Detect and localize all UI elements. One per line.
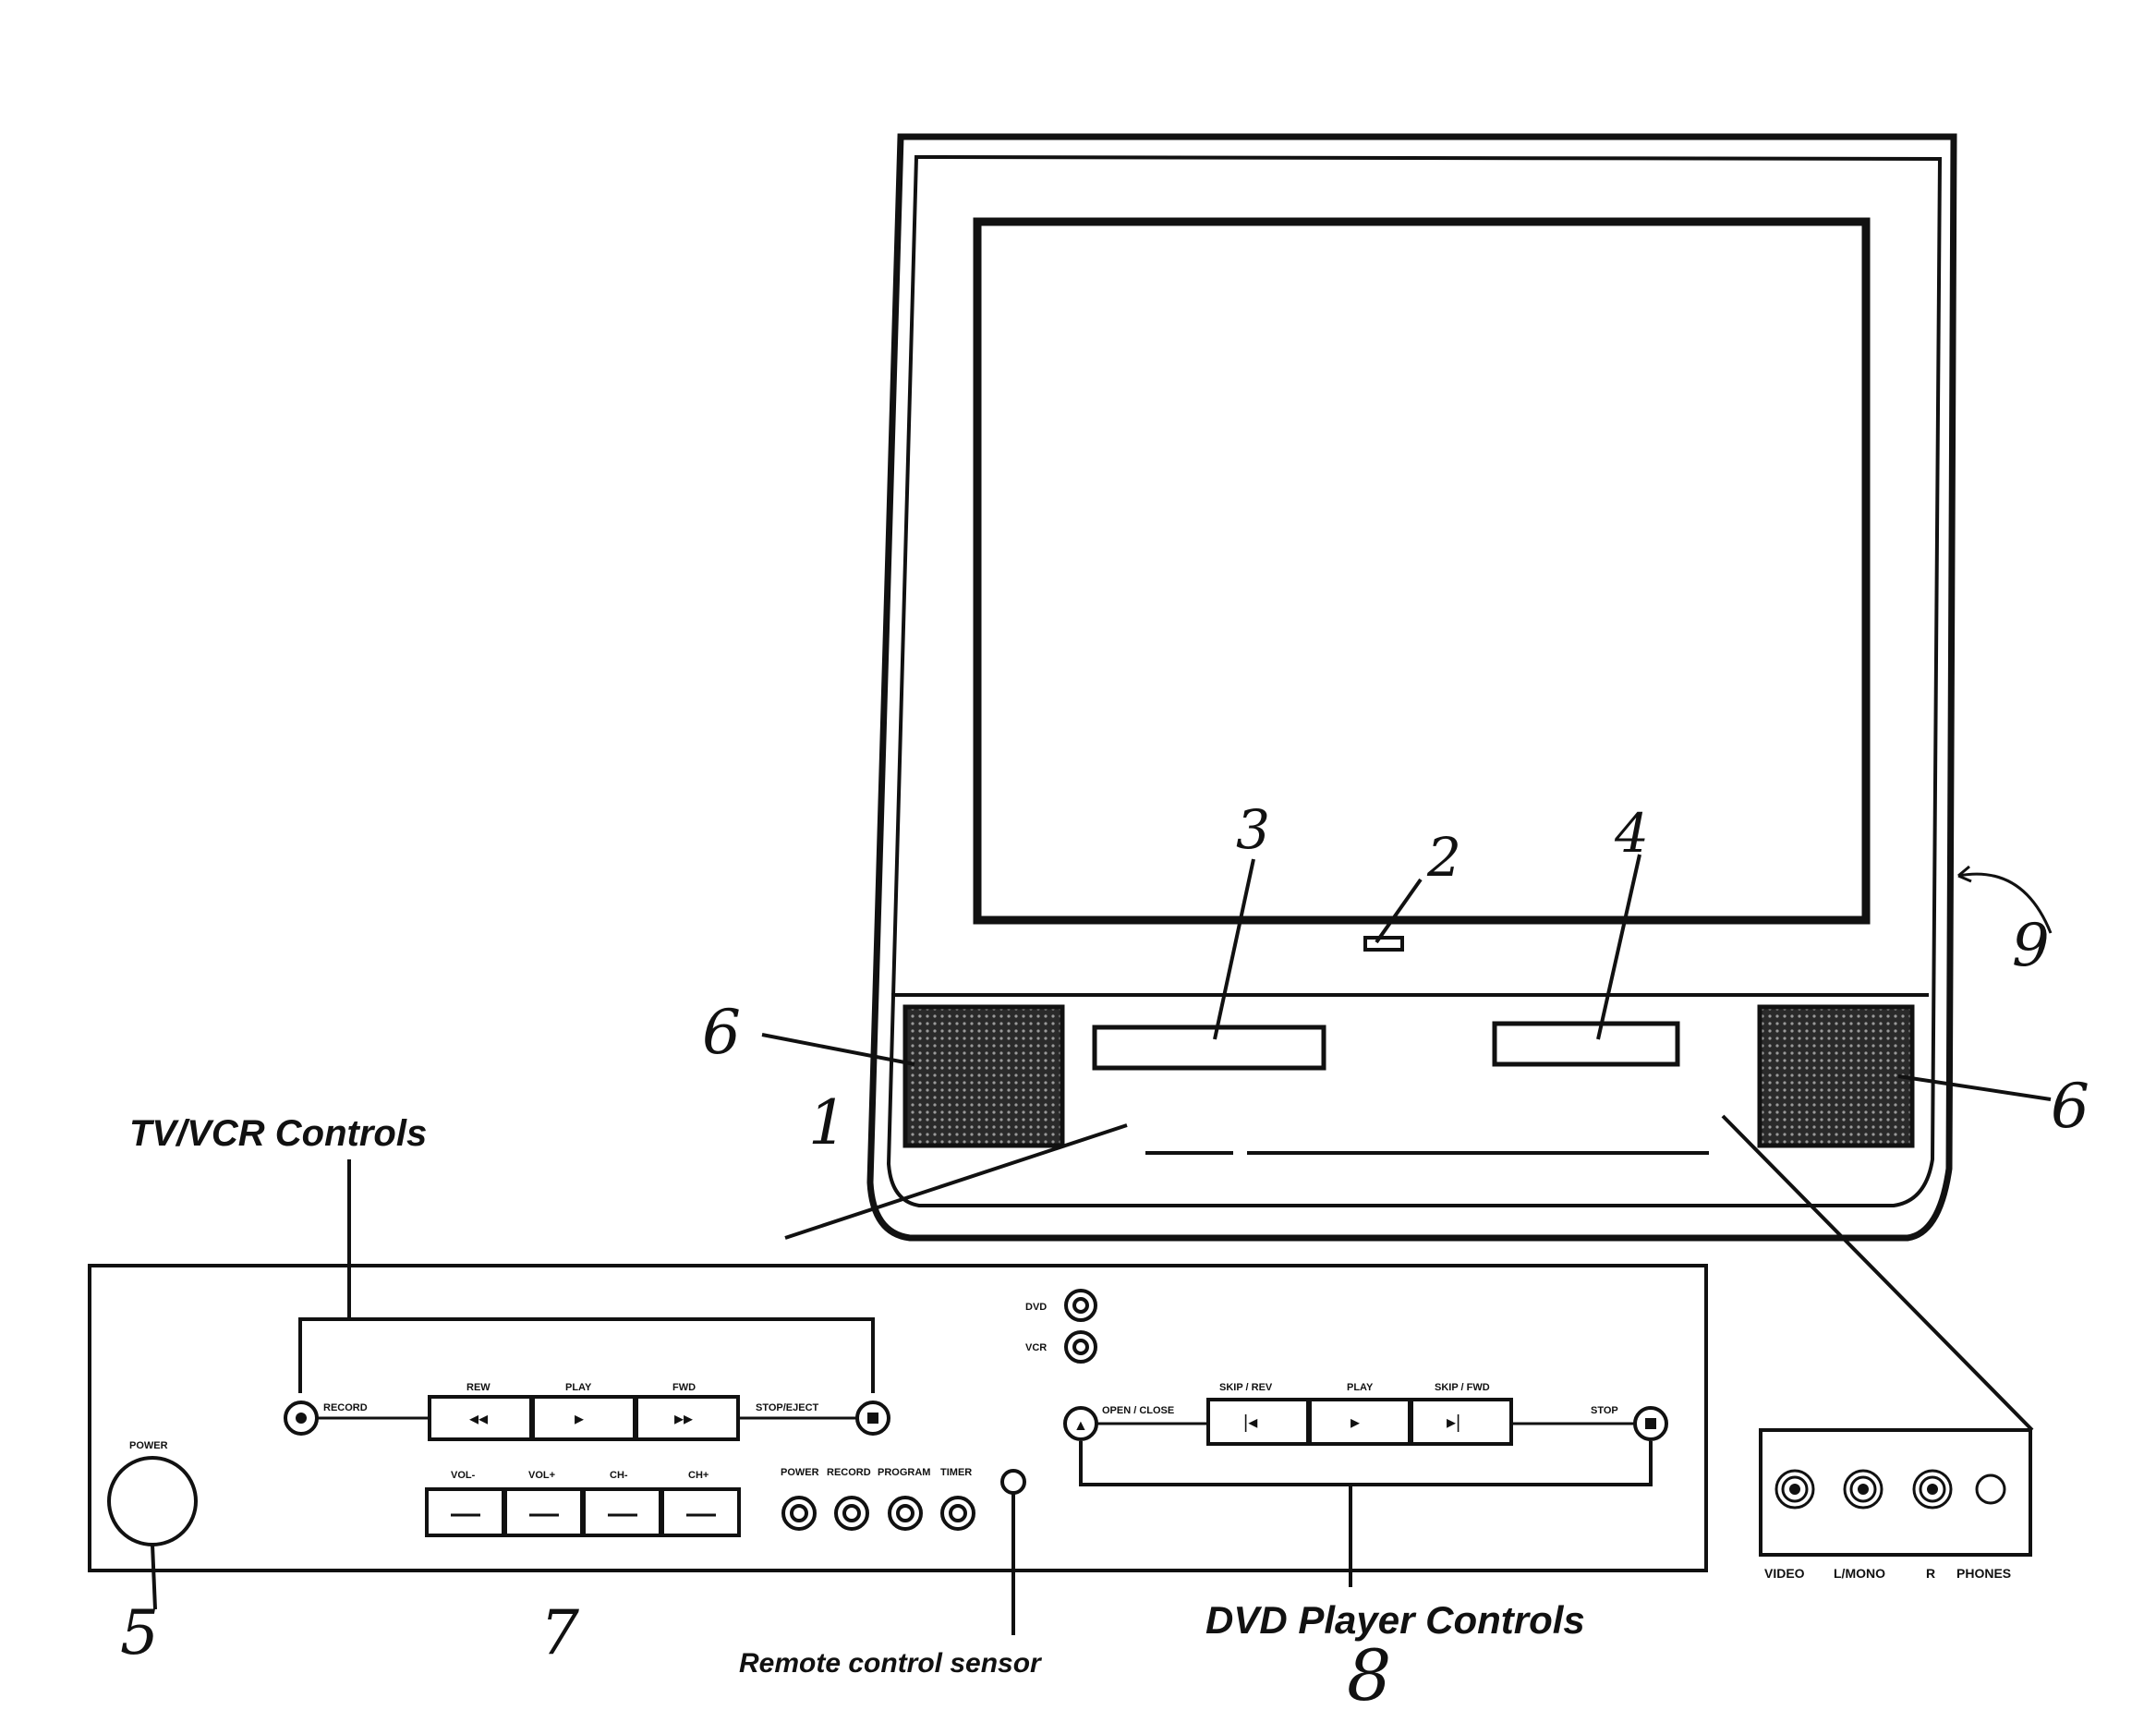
dvd-selector-button[interactable]: [1064, 1289, 1097, 1322]
skip-forward-icon: ▸|: [1447, 1413, 1460, 1433]
left-speaker-grille: [902, 1004, 1065, 1148]
callout-6-left: 6: [702, 997, 741, 1068]
dvd-player-controls-heading: DVD Player Controls: [1205, 1598, 1585, 1642]
skip-rev-button[interactable]: [1206, 1398, 1310, 1446]
skip-fwd-label: SKIP / FWD: [1435, 1382, 1490, 1393]
vol-plus-label: VOL+: [528, 1470, 555, 1481]
vol-plus-button[interactable]: [503, 1487, 584, 1537]
phones-label: PHONES: [1956, 1566, 2011, 1581]
callout-3: 3: [1236, 798, 1270, 861]
vol-minus-label: VOL-: [451, 1470, 476, 1481]
remote-sensor-caption: Remote control sensor: [739, 1648, 1043, 1679]
stop-eject-label: STOP/EJECT: [756, 1402, 819, 1413]
dvd-play-icon: ▸: [1351, 1413, 1360, 1433]
ch-plus-label: CH+: [688, 1470, 709, 1481]
skip-back-icon: |◂: [1243, 1413, 1257, 1433]
rewind-icon: ◂◂: [469, 1409, 488, 1429]
stop-label: STOP: [1591, 1405, 1618, 1416]
remote-control-sensor: [1000, 1469, 1026, 1495]
indicator-record-led: [834, 1496, 869, 1531]
fwd-button[interactable]: [635, 1395, 740, 1441]
phones-jack: [1975, 1473, 2006, 1505]
ch-minus-button[interactable]: [582, 1487, 662, 1537]
callout-numbers: 3 2 4 9 6 6 1 5 7 8: [120, 798, 2089, 1716]
remote-sensor-window: [1363, 936, 1404, 952]
dvd-disc-tray: [1492, 1021, 1680, 1067]
play-icon: ▸: [575, 1409, 584, 1429]
front-control-panel: TV/VCR Controls POWER RECORD REW PLAY FW…: [88, 1113, 1708, 1679]
fast-forward-icon: ▸▸: [674, 1409, 693, 1429]
record-label: RECORD: [323, 1402, 368, 1413]
callout-4: 4: [1614, 802, 1649, 865]
l-mono-label: L/MONO: [1834, 1566, 1885, 1581]
indicator-timer-led: [940, 1496, 975, 1531]
fwd-label: FWD: [672, 1382, 696, 1393]
dvd-selector-label: DVD: [1025, 1302, 1047, 1313]
dvd-play-button[interactable]: [1308, 1398, 1411, 1446]
r-jack: [1912, 1469, 1953, 1510]
ch-minus-label: CH-: [610, 1470, 628, 1481]
dvd-stop-square-icon: [1645, 1418, 1656, 1429]
indicator-timer-label: TIMER: [940, 1467, 972, 1478]
indicator-power-label: POWER: [781, 1467, 819, 1478]
r-label: R: [1926, 1566, 1935, 1581]
tv-screen: [973, 217, 1871, 925]
video-label: VIDEO: [1764, 1566, 1805, 1581]
stop-square-icon: [867, 1413, 878, 1424]
tv-vcr-controls-heading: TV/VCR Controls: [129, 1113, 427, 1154]
power-label: POWER: [129, 1440, 168, 1451]
television: [866, 133, 1957, 1242]
play-label: PLAY: [565, 1382, 592, 1393]
l-mono-jack: [1843, 1469, 1883, 1510]
vol-minus-button[interactable]: [425, 1487, 505, 1537]
indicator-program-led: [888, 1496, 923, 1531]
callout-1: 1: [808, 1087, 847, 1158]
vcr-selector-label: VCR: [1025, 1342, 1047, 1353]
rew-label: REW: [466, 1382, 491, 1393]
callout-6-right: 6: [2051, 1071, 2089, 1142]
vcr-tape-slot: [1092, 1025, 1326, 1071]
power-button[interactable]: [107, 1456, 198, 1546]
dvd-play-label: PLAY: [1347, 1382, 1374, 1393]
callout-7: 7: [540, 1597, 579, 1668]
open-close-label: OPEN / CLOSE: [1102, 1405, 1174, 1416]
vcr-selector-button[interactable]: [1064, 1330, 1097, 1364]
callout-2: 2: [1426, 826, 1461, 889]
side-input-panel: VIDEO L/MONO R PHONES: [1759, 1428, 2032, 1581]
skip-fwd-button[interactable]: [1410, 1398, 1513, 1446]
leader-lines: [761, 854, 2053, 1432]
ch-plus-button[interactable]: [660, 1487, 741, 1537]
eject-icon: ▲: [1073, 1418, 1088, 1434]
record-dot-icon: [296, 1413, 307, 1424]
right-speaker-grille: [1757, 1004, 1915, 1148]
callout-9: 9: [2012, 912, 2050, 980]
indicator-record-label: RECORD: [827, 1467, 871, 1478]
callout-5: 5: [120, 1597, 159, 1668]
indicator-power-led: [781, 1496, 817, 1531]
skip-rev-label: SKIP / REV: [1219, 1382, 1273, 1393]
indicator-program-label: PROGRAM: [878, 1467, 930, 1478]
callout-8: 8: [1347, 1634, 1391, 1716]
video-jack: [1774, 1469, 1815, 1510]
